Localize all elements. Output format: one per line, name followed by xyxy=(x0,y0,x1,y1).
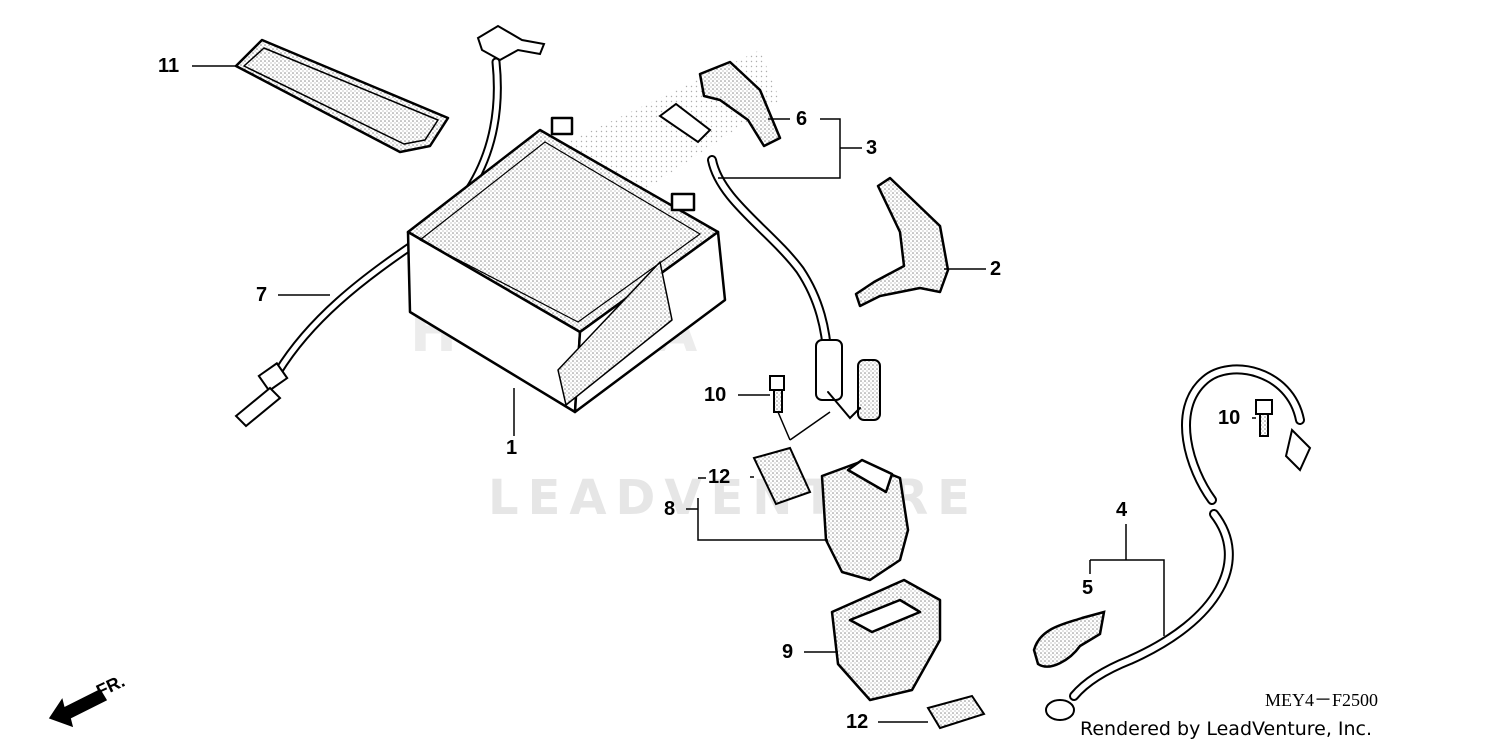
callout-10-left: 10 xyxy=(704,384,727,406)
callout-1: 1 xyxy=(506,437,518,459)
fuse-holder xyxy=(820,458,910,582)
callout-7: 7 xyxy=(256,284,268,306)
fuse-box xyxy=(830,578,942,702)
render-credit: Rendered by LeadVenture, Inc. xyxy=(1080,718,1373,740)
direction-arrow xyxy=(48,689,108,728)
sub-cable xyxy=(1045,364,1312,721)
leader-lines xyxy=(192,65,1256,723)
callout-12-top: 12 xyxy=(708,466,731,488)
diagram-code: MEY4－F2500 xyxy=(1265,690,1379,710)
callout-9: 9 xyxy=(782,641,794,663)
positive-cable xyxy=(658,102,881,421)
battery-strap xyxy=(234,38,450,154)
callout-6: 6 xyxy=(796,108,808,130)
terminal-cover xyxy=(854,176,950,308)
callout-3: 3 xyxy=(866,137,878,159)
callout-11: 11 xyxy=(158,55,180,77)
sub-cable-cap xyxy=(1032,610,1106,668)
callout-10-right: 10 xyxy=(1218,407,1241,429)
fuse-top xyxy=(752,446,812,506)
bolt-left xyxy=(769,375,785,413)
battery xyxy=(406,116,727,414)
callout-5: 5 xyxy=(1082,577,1094,599)
bolt-right xyxy=(1255,399,1273,437)
terminal-cap xyxy=(698,60,782,148)
callout-8: 8 xyxy=(664,498,676,520)
callout-4: 4 xyxy=(1116,499,1128,521)
fuse-bottom xyxy=(926,694,986,730)
callout-12-bottom: 12 xyxy=(846,711,869,733)
callout-2: 2 xyxy=(990,258,1002,280)
